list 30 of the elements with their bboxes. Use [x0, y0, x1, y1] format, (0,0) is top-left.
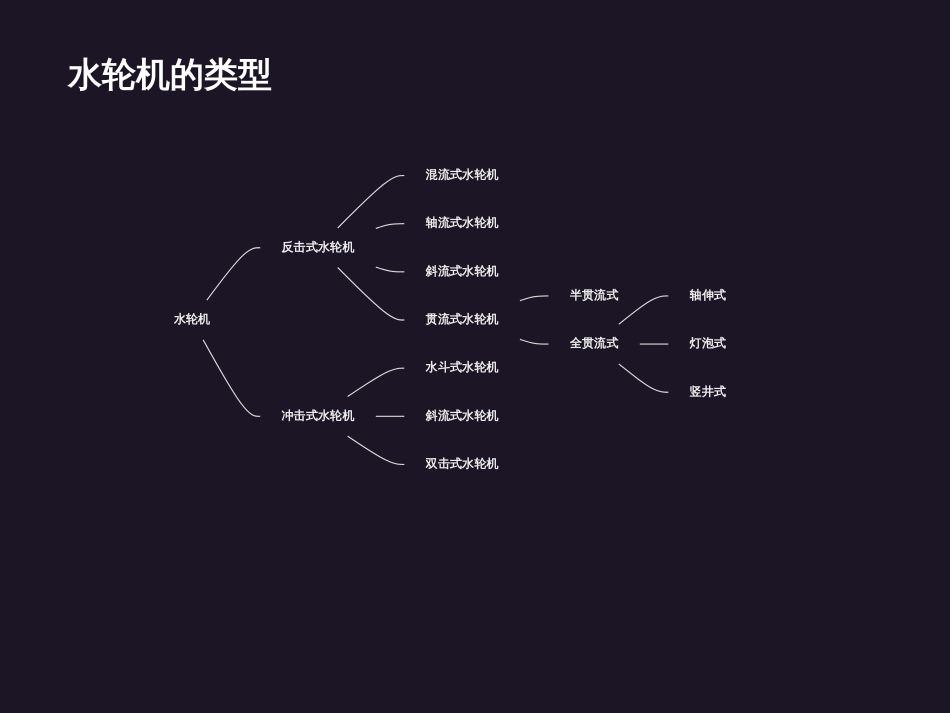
- node-text: 轴流式水轮机: [426, 216, 499, 230]
- slide-title: 水轮机的类型: [68, 54, 272, 97]
- connector: [640, 344, 668, 345]
- connector: [337, 174, 404, 228]
- connector: [618, 295, 668, 325]
- node-text: 水轮机: [174, 312, 210, 327]
- connector: [347, 368, 404, 397]
- node-text: 水斗式水轮机: [426, 360, 499, 375]
- node-text: 斜流式水轮机: [426, 408, 499, 423]
- node-text: 全贯流式: [570, 336, 618, 351]
- connector: [376, 266, 404, 272]
- connector: [520, 338, 548, 345]
- node-text: 双击式水轮机: [426, 456, 499, 472]
- node-text: 混流式水轮机: [426, 168, 499, 182]
- node-text: 斜流式水轮机: [426, 264, 499, 278]
- node-text: 半贯流式: [570, 288, 618, 303]
- connector: [202, 340, 260, 417]
- node-text: 竖井式: [690, 384, 726, 399]
- node-text: 贯流式水轮机: [426, 312, 499, 327]
- connector: [347, 436, 404, 466]
- node-text: 反击式水轮机: [282, 240, 354, 254]
- connector: [206, 247, 260, 301]
- node-text: 冲击式水轮机: [282, 408, 354, 423]
- node-text: 灯泡式: [690, 336, 726, 351]
- connector: [520, 295, 548, 302]
- connector: [376, 223, 404, 229]
- connector: [376, 416, 404, 417]
- connector: [337, 267, 404, 321]
- connector: [618, 363, 668, 393]
- node-text: 轴伸式: [690, 288, 726, 303]
